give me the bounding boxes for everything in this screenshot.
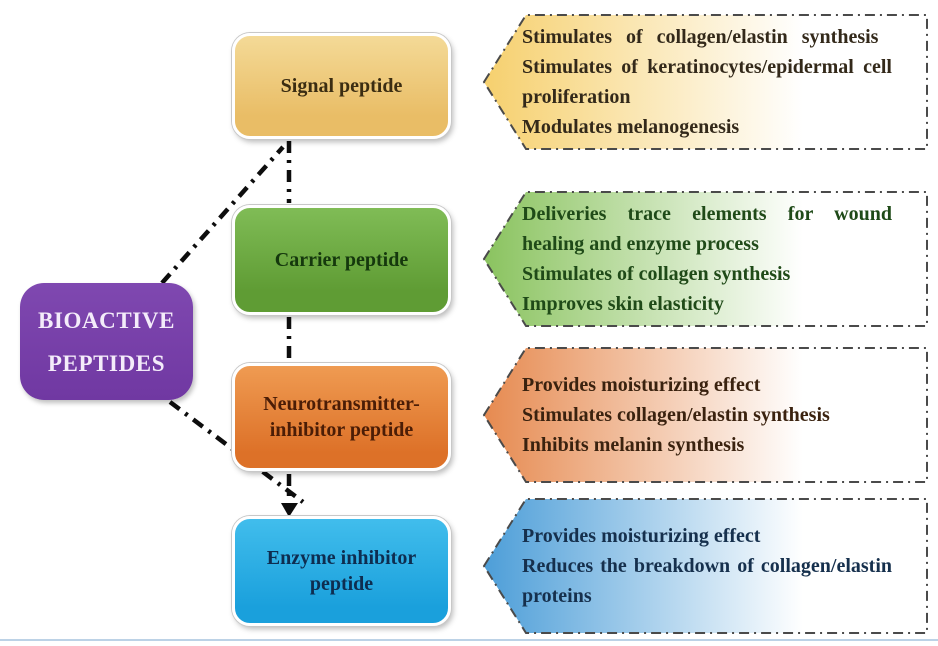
banner-function: Improves skin elasticity	[522, 293, 724, 315]
banner-carrier-functions: Deliveries trace elements for wound heal…	[482, 189, 930, 329]
banner-function: Provides moisturizing effect	[522, 525, 761, 547]
title-line-2: PEPTIDES	[47, 350, 166, 376]
banner-text: Deliveries trace elements for wound heal…	[522, 189, 892, 329]
node-label: Signal peptide	[280, 75, 403, 97]
arrowhead-icon	[281, 503, 298, 517]
pentagon-banner-shape	[482, 14, 928, 150]
banner-neuro-functions: Provides moisturizing effect Stimulates …	[482, 345, 930, 485]
node-label: Carrier peptide	[274, 249, 409, 271]
pentagon-banner-shape	[482, 347, 928, 483]
banner-enzyme-functions: Provides moisturizing effect Reduces the…	[482, 496, 930, 636]
banner-text: Provides moisturizing effect Stimulates …	[522, 345, 892, 485]
banner-function: Stimulates of keratinocytes/epidermal ce…	[522, 56, 892, 108]
pentagon-banner-shape	[482, 498, 928, 634]
bottom-rule	[0, 639, 938, 641]
node-carrier-peptide: Carrier peptide	[232, 205, 451, 315]
title-line-1: BIOACTIVE	[37, 307, 176, 333]
node-label: Enzyme inhibitor peptide	[266, 547, 417, 595]
node-enzyme-inhibitor-peptide: Enzyme inhibitor peptide	[232, 516, 451, 626]
banner-text: Provides moisturizing effect Reduces the…	[522, 496, 892, 636]
node-label: Neurotransmitter-inhibitor peptide	[263, 393, 420, 441]
banner-text: Stimulates of collagen/elastin synthesis…	[522, 12, 892, 152]
banner-function: Stimulates collagen/elastin synthesis	[522, 404, 830, 426]
banner-function: Reduces the breakdown of collagen/elasti…	[522, 555, 892, 607]
title-box: BIOACTIVE PEPTIDES	[20, 283, 193, 400]
banner-function: Provides moisturizing effect	[522, 374, 761, 396]
banner-function: Stimulates of collagen/elastin synthesis	[522, 26, 879, 48]
banner-signal-functions: Stimulates of collagen/elastin synthesis…	[482, 12, 930, 152]
banner-function: Deliveries trace elements for wound heal…	[522, 203, 892, 255]
banner-function: Modulates melanogenesis	[522, 116, 740, 138]
pentagon-banner-shape	[482, 191, 928, 327]
banner-function: Inhibits melanin synthesis	[522, 434, 745, 456]
banner-function: Stimulates of collagen synthesis	[522, 263, 791, 285]
node-signal-peptide: Signal peptide	[232, 33, 451, 139]
node-neurotransmitter-inhibitor-peptide: Neurotransmitter-inhibitor peptide	[232, 363, 451, 471]
